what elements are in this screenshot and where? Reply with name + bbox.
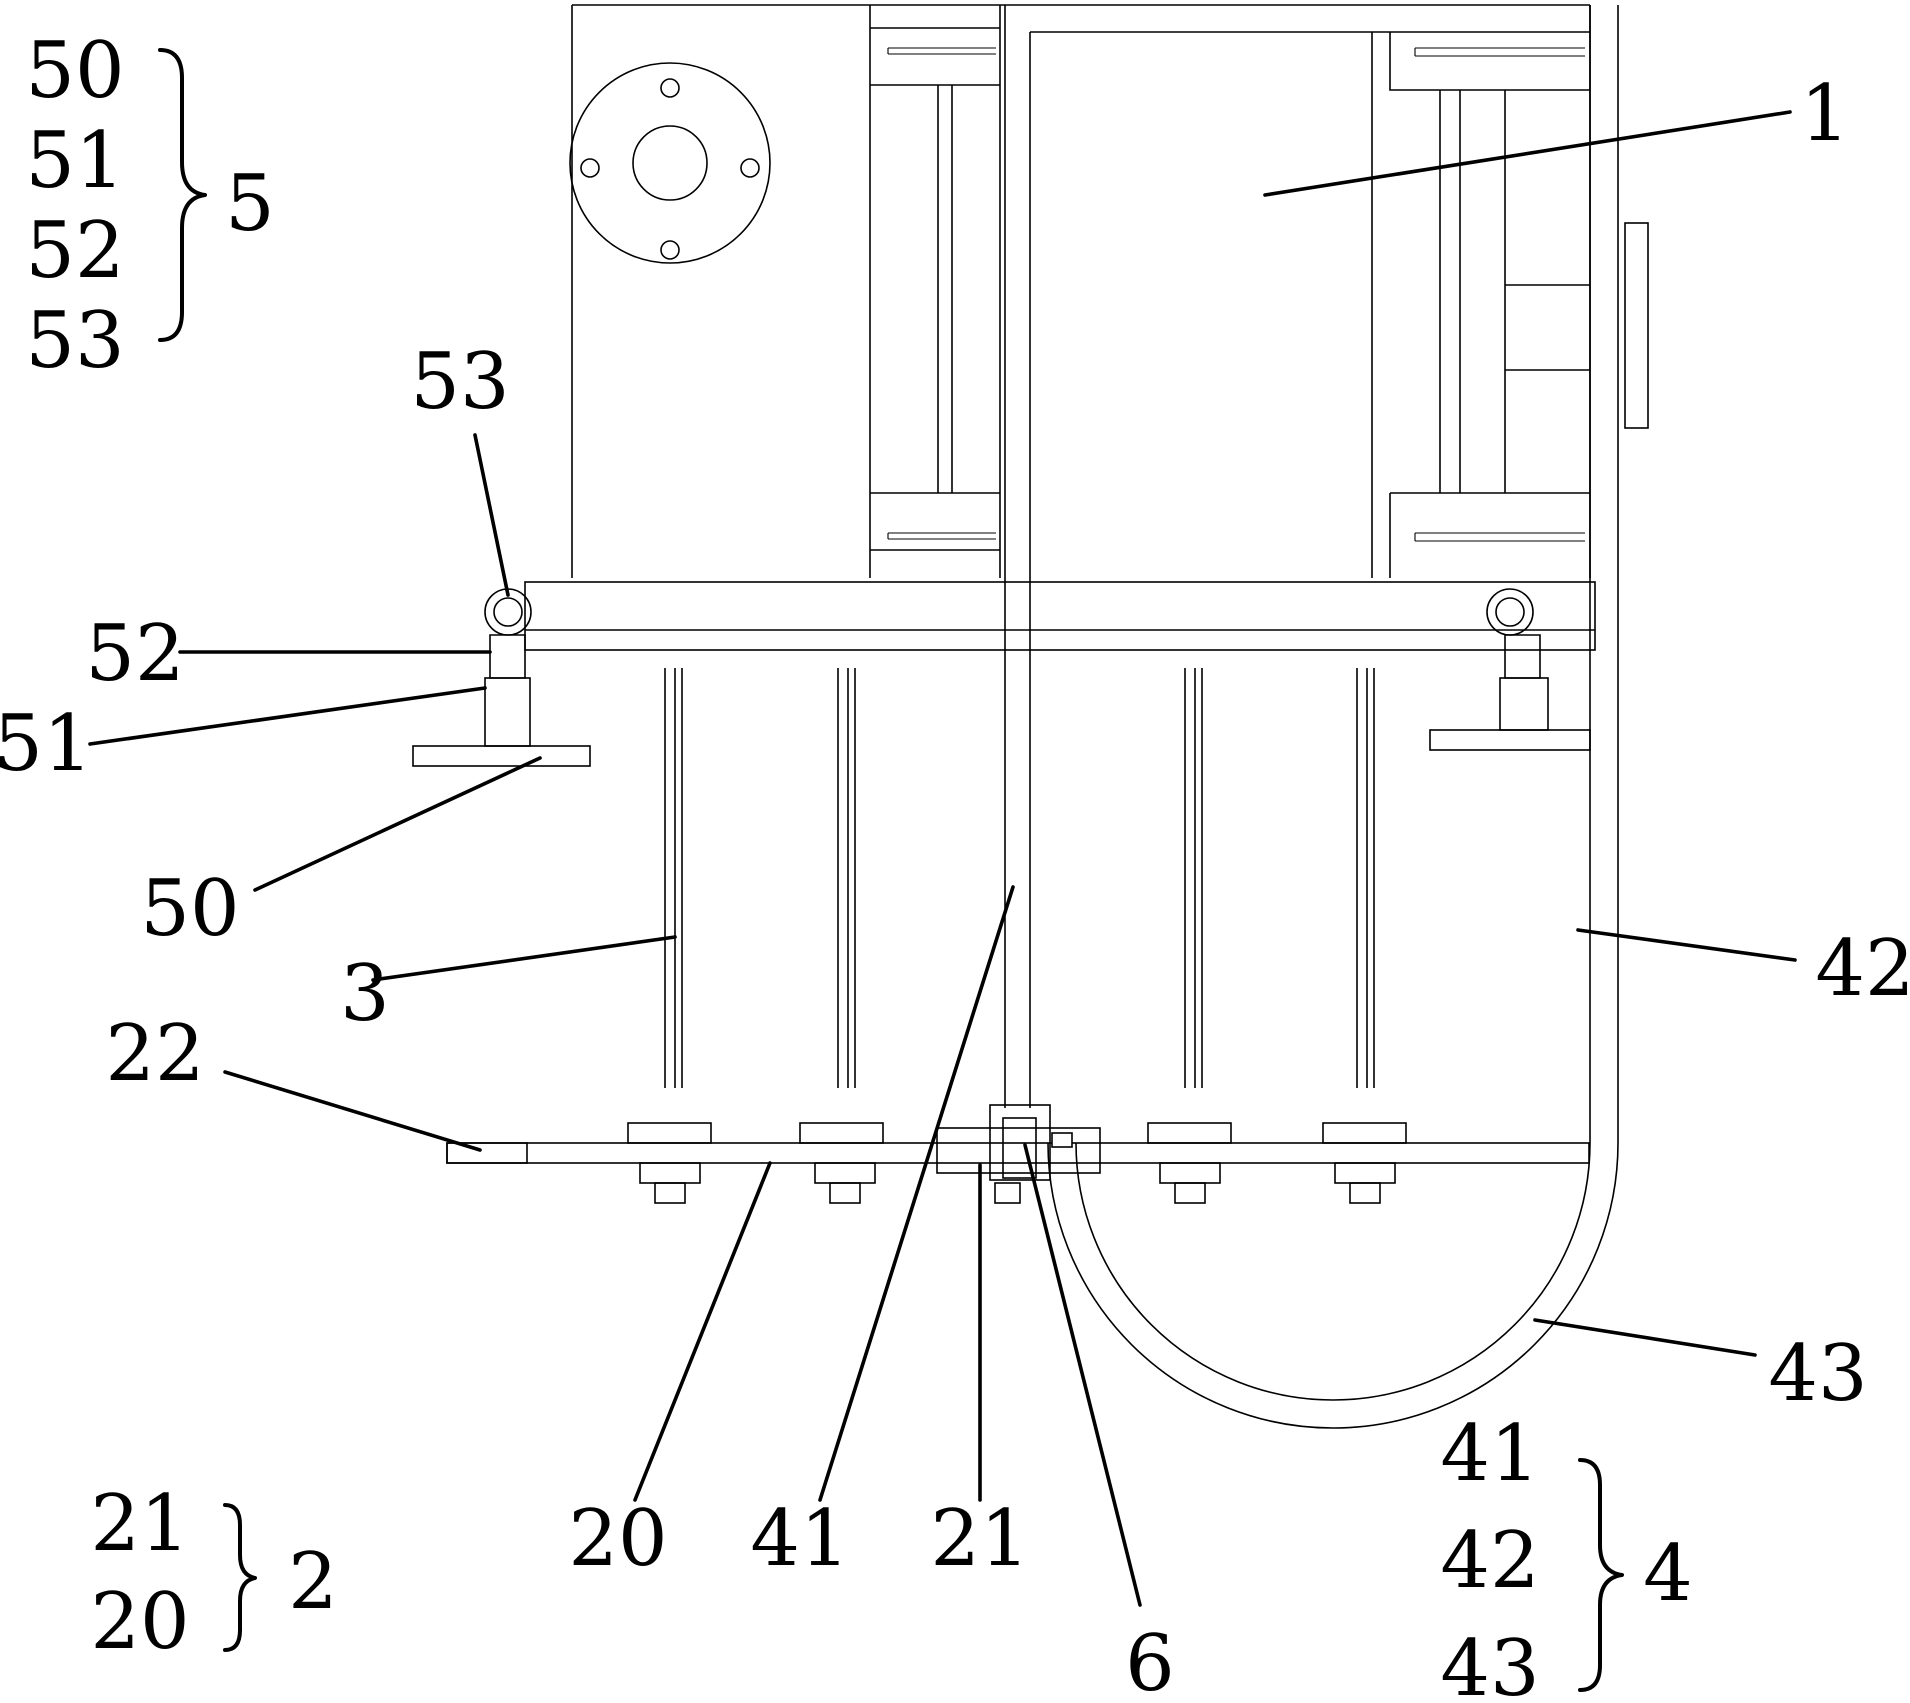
legend-group-5: 50 51 52 53 5 bbox=[25, 26, 274, 386]
callout-6: 6 bbox=[1125, 1619, 1175, 1703]
callout-50: 50 bbox=[140, 864, 239, 954]
callout-3: 3 bbox=[340, 949, 390, 1039]
legend-5-item-50: 50 bbox=[25, 26, 124, 116]
legend-group-4: 41 42 43 4 bbox=[1440, 1409, 1692, 1703]
legend-4-item-41: 41 bbox=[1440, 1409, 1539, 1499]
legend-5-item-52: 52 bbox=[25, 206, 124, 296]
callout-20: 20 bbox=[568, 1494, 667, 1584]
legend-2-item-21: 21 bbox=[90, 1479, 189, 1569]
callout-21: 21 bbox=[930, 1494, 1029, 1584]
machine-body bbox=[412, 4, 1649, 1429]
callout-43: 43 bbox=[1768, 1329, 1867, 1419]
callout-53: 53 bbox=[410, 337, 509, 427]
legend-2-item-20: 20 bbox=[90, 1577, 189, 1667]
legend-5-total: 5 bbox=[225, 159, 275, 249]
legend-5-brace bbox=[158, 48, 207, 342]
legend-5-item-53: 53 bbox=[25, 296, 124, 386]
callout-1: 1 bbox=[1800, 69, 1850, 159]
legend-5-item-51: 51 bbox=[25, 116, 124, 206]
legend-4-total: 4 bbox=[1643, 1529, 1693, 1619]
legend-4-item-43: 43 bbox=[1440, 1624, 1539, 1703]
legend-2-total: 2 bbox=[288, 1537, 338, 1627]
legend-group-2: 21 20 2 bbox=[90, 1479, 337, 1667]
callout-52: 52 bbox=[85, 609, 184, 699]
callout-51: 51 bbox=[0, 699, 93, 789]
leader-lines bbox=[88, 110, 1797, 1607]
callout-22: 22 bbox=[105, 1009, 204, 1099]
legend-2-brace bbox=[223, 1503, 257, 1652]
legend-4-item-42: 42 bbox=[1440, 1516, 1539, 1606]
callout-41: 41 bbox=[750, 1494, 849, 1584]
callout-labels: 1 53 52 51 50 3 22 42 43 20 41 21 6 bbox=[0, 69, 1910, 1703]
legend-4-brace bbox=[1578, 1458, 1624, 1692]
callout-42: 42 bbox=[1815, 924, 1910, 1014]
